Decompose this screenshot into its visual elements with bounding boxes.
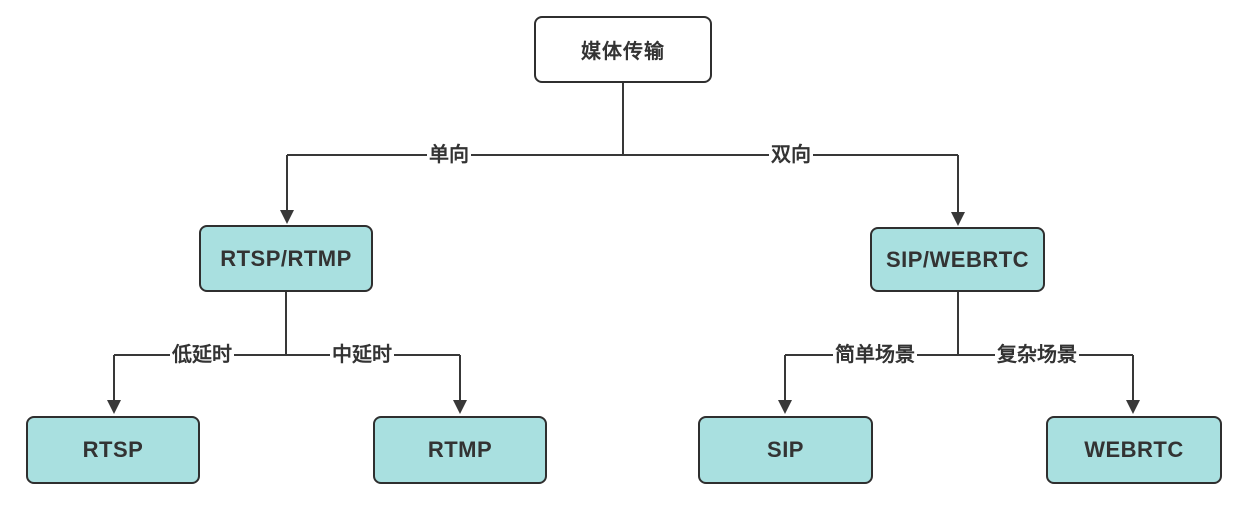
arrowhead-sipwebrtc: [951, 212, 965, 226]
edge-label-simple-scene: 简单场景: [833, 344, 917, 366]
arrowhead-webrtc: [1126, 400, 1140, 414]
edge-label-one-way: 单向: [427, 144, 471, 166]
arrowhead-rtsprtmp: [280, 210, 294, 224]
node-sip: SIP: [698, 416, 873, 484]
node-rtmp: RTMP: [373, 416, 547, 484]
edge-label-two-way: 双向: [769, 144, 813, 166]
edge-label-complex-scene: 复杂场景: [995, 344, 1079, 366]
arrowhead-rtmp: [453, 400, 467, 414]
edge-label-low-latency: 低延时: [170, 344, 234, 366]
node-rtsp: RTSP: [26, 416, 200, 484]
node-media-transport: 媒体传输: [534, 16, 712, 83]
edge-label-mid-latency: 中延时: [330, 344, 394, 366]
arrowhead-sip: [778, 400, 792, 414]
node-webrtc: WEBRTC: [1046, 416, 1222, 484]
node-sip-webrtc: SIP/WEBRTC: [870, 227, 1045, 292]
node-rtsp-rtmp: RTSP/RTMP: [199, 225, 373, 292]
arrowhead-rtsp: [107, 400, 121, 414]
